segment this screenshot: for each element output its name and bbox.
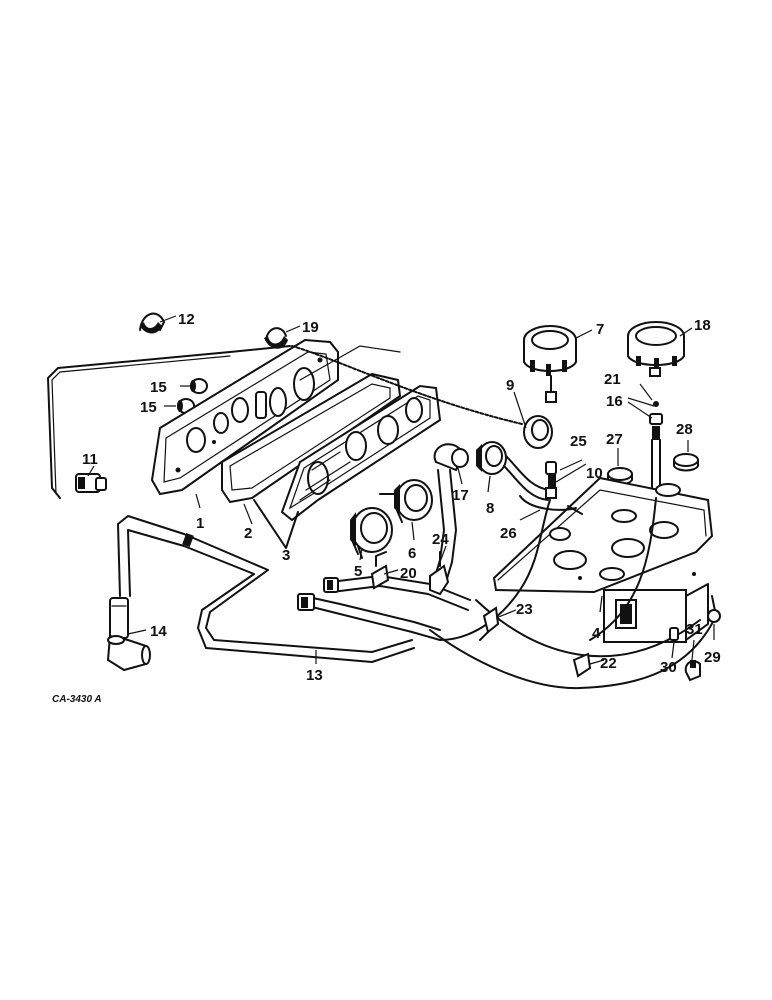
gauge-part-18 — [627, 321, 685, 377]
callout-20: 20 — [400, 565, 417, 582]
callout-27: 27 — [606, 431, 623, 448]
callout-2: 2 — [244, 525, 252, 542]
bezel-part-3 — [253, 384, 442, 549]
callout-5: 5 — [354, 563, 362, 580]
callout-29: 29 — [704, 649, 721, 666]
callout-19: 19 — [302, 319, 319, 336]
callout-16: 16 — [606, 393, 623, 410]
leader-lines — [87, 315, 715, 665]
callout-17: 17 — [452, 487, 469, 504]
bracket-part-23 — [479, 606, 500, 641]
grommet-part-30 — [669, 627, 679, 641]
plug-part-29 — [707, 609, 721, 623]
gauge-part-6 — [379, 479, 433, 523]
callout-11: 11 — [82, 451, 98, 468]
clip-part-12 — [139, 312, 165, 334]
elbow-part-14 — [106, 597, 151, 672]
bracket-part-24 — [429, 551, 450, 596]
callout-6: 6 — [408, 545, 416, 562]
fitting-part-16 — [649, 401, 663, 499]
callout-24: 24 — [432, 531, 449, 548]
callout-21: 21 — [604, 371, 621, 388]
callout-14: 14 — [150, 623, 167, 640]
grommet-part-15-upper — [190, 378, 208, 394]
gauge-part-5 — [350, 507, 393, 559]
callout-1: 1 — [196, 515, 204, 532]
drawing-code: CA-3430 A — [52, 694, 102, 705]
sender-part-8 — [476, 441, 551, 501]
callout-30: 30 — [660, 659, 677, 676]
callout-3: 3 — [282, 547, 290, 564]
clamp-part-31 — [684, 660, 701, 682]
callout-22: 22 — [600, 655, 617, 672]
callout-10: 10 — [586, 465, 603, 482]
callout-31: 31 — [686, 621, 703, 638]
callout-8: 8 — [486, 500, 494, 517]
callout-15-lower: 15 — [140, 399, 157, 416]
plug-part-28 — [673, 453, 699, 472]
clip-part-19 — [264, 327, 288, 349]
bracket-part-20 — [370, 551, 390, 590]
gauge-part-7 — [523, 325, 577, 403]
callout-12: 12 — [178, 311, 195, 328]
callout-labels: 1 2 3 4 5 6 7 8 9 10 11 12 13 14 15 15 1… — [52, 311, 721, 705]
tube-fitting-part-11 — [75, 473, 107, 493]
callout-23: 23 — [516, 601, 533, 618]
callout-4: 4 — [592, 625, 601, 642]
fitting-part-25 — [545, 461, 557, 499]
capillary-line-part-9 — [291, 345, 553, 449]
elbow-fitting-part-17 — [433, 443, 469, 583]
bracket-part-22 — [572, 652, 592, 678]
callout-18: 18 — [694, 317, 711, 334]
callout-13: 13 — [306, 667, 323, 684]
hose-fitting-upper — [323, 577, 339, 593]
callout-7: 7 — [596, 321, 604, 338]
callout-15-upper: 15 — [150, 379, 167, 396]
oil-pressure-tube — [47, 345, 291, 499]
instrument-panel-part-1 — [150, 338, 339, 496]
callout-28: 28 — [676, 421, 693, 438]
hose-fitting-lower — [297, 593, 315, 611]
callout-25: 25 — [570, 433, 587, 450]
callout-9: 9 — [506, 377, 514, 394]
callout-26: 26 — [500, 525, 517, 542]
tube-assembly-part-13 — [117, 515, 471, 663]
